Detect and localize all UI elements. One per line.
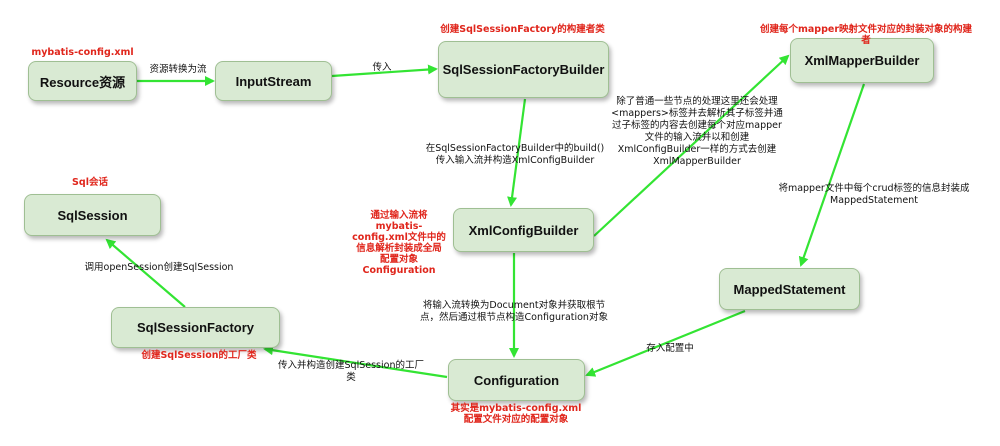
- configuration-node: Configuration: [448, 359, 585, 401]
- edge-label-store-config: 存入配置中: [646, 343, 694, 354]
- edge-xmlconfigbuilder-to-xmlmapperbuilder: [593, 54, 790, 237]
- mappedstatement-label: MappedStatement: [733, 281, 846, 297]
- xmlmapperbuilder-node: XmlMapperBuilder: [790, 38, 934, 83]
- sqlsessionfactorybuilder-label: SqlSessionFactoryBuilder: [442, 62, 605, 77]
- sqlsession-label: SqlSession: [57, 207, 128, 223]
- sqlsessionfactory-node: SqlSessionFactory: [111, 307, 280, 348]
- edge-xmlmapperbuilder-to-mappedstatement: [798, 83, 866, 267]
- mappedstatement-node: MappedStatement: [719, 268, 860, 310]
- edge-mappedstatement-to-configuration: [585, 309, 746, 377]
- sqlsession-node: SqlSession: [24, 194, 161, 236]
- resource-node: Resource资源: [28, 61, 137, 101]
- inputstream-label: InputStream: [235, 73, 312, 89]
- edge-label-document-desc: 将输入流转换为Document对象并获取根节点，然后通过根节点构造Configu…: [420, 300, 608, 323]
- edge-builder-to-xmlconfigbuilder: [507, 98, 527, 207]
- configuration-label: Configuration: [473, 372, 560, 388]
- edge-label-mappers-desc: 除了普通一些节点的处理这里还会处理<mappers>标签并去解析其子标签并通过子…: [611, 96, 783, 167]
- inputstream-node: InputStream: [215, 61, 332, 101]
- configuration-note: 其实是mybatis-config.xml配置文件对应的配置对象: [450, 403, 582, 425]
- edge-label-pass-in: 传入: [372, 62, 392, 73]
- xmlconfigbuilder-label: XmlConfigBuilder: [468, 222, 579, 238]
- edge-label-to-stream: 资源转换为流: [149, 64, 207, 75]
- mybatis-config-note: mybatis-config.xml: [31, 47, 134, 58]
- sql-session-note: Sql会话: [72, 177, 108, 188]
- builder-note: 创建SqlSessionFactory的构建者类: [440, 24, 605, 35]
- edge-label-build-call: 在SqlSessionFactoryBuilder中的build()传入输入流并…: [425, 143, 605, 166]
- factory-note: 创建SqlSession的工厂类: [141, 350, 257, 361]
- sqlsessionfactory-label: SqlSessionFactory: [136, 320, 255, 335]
- sqlsessionfactorybuilder-node: SqlSessionFactoryBuilder: [438, 41, 609, 98]
- edge-configuration-to-sqlsessionfactory: [263, 345, 448, 379]
- edge-inputstream-to-builder: [331, 64, 438, 78]
- edge-label-pass-build: 传入并构造创建SqlSession的工厂类: [278, 360, 424, 383]
- resource-label: Resource资源: [39, 74, 126, 90]
- edge-label-open-session: 调用openSession创建SqlSession: [84, 262, 234, 273]
- edge-sqlsessionfactory-to-sqlsession: [105, 238, 186, 308]
- xmlmapperbuilder-label: XmlMapperBuilder: [804, 53, 920, 68]
- xmlconfigbuilder-node: XmlConfigBuilder: [453, 208, 594, 252]
- edge-label-crud-wrap: 将mapper文件中每个crud标签的信息封装成MappedStatement: [778, 183, 970, 206]
- xmlconfig-note: 通过输入流将mybatis-config.xml文件中的信息解析封装成全局配置对…: [352, 210, 446, 276]
- mapper-builder-note: 创建每个mapper映射文件对应的封装对象的构建者: [759, 24, 973, 46]
